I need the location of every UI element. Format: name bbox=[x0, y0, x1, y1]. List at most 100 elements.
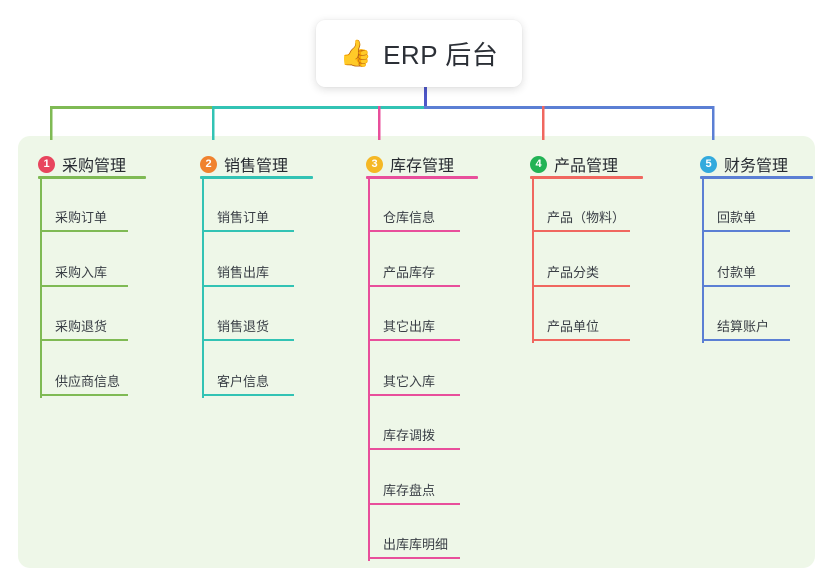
leaf-node-rule bbox=[368, 284, 460, 287]
leaf-node-rule bbox=[532, 230, 630, 232]
branch-header-采购管理[interactable]: 1 采购管理 bbox=[38, 152, 126, 176]
leaf-node-label: 回款单 bbox=[717, 210, 757, 225]
leaf-node-rule bbox=[40, 339, 128, 341]
branch-spine bbox=[368, 179, 370, 561]
leaf-node[interactable]: 产品（物料） bbox=[532, 202, 630, 232]
leaf-node[interactable]: 采购订单 bbox=[40, 202, 128, 232]
branch-drop-5 bbox=[712, 106, 715, 140]
leaf-node-rule bbox=[40, 393, 128, 396]
leaf-node[interactable]: 产品单位 bbox=[532, 311, 630, 341]
leaf-node-label: 库存盘点 bbox=[383, 482, 436, 498]
branch-index-badge: 3 bbox=[366, 155, 383, 173]
leaf-node-label: 供应商信息 bbox=[55, 373, 121, 389]
leaf-node-rule bbox=[202, 284, 294, 287]
root-trunk-line bbox=[424, 87, 427, 106]
leaf-node-label: 其它入库 bbox=[383, 373, 436, 389]
branch-title: 销售管理 bbox=[224, 158, 289, 175]
leaf-node[interactable]: 出库库明细 bbox=[368, 529, 460, 559]
leaf-node[interactable]: 销售退货 bbox=[202, 311, 294, 341]
leaf-node-rule bbox=[532, 284, 630, 287]
leaf-node-label: 出库库明细 bbox=[383, 537, 449, 552]
leaf-node-rule bbox=[368, 339, 460, 341]
root-node-card[interactable]: 👍 ERP 后台 bbox=[316, 20, 522, 87]
leaf-node[interactable]: 库存调拨 bbox=[368, 420, 460, 450]
leaf-node-label: 仓库信息 bbox=[383, 210, 436, 225]
leaf-node-label: 采购入库 bbox=[55, 264, 108, 280]
leaf-node-label: 库存调拨 bbox=[383, 428, 436, 443]
branch-drop-4 bbox=[542, 106, 545, 140]
leaf-node-label: 销售出库 bbox=[217, 264, 270, 280]
branch-header-产品管理[interactable]: 4 产品管理 bbox=[530, 152, 618, 176]
leaf-node[interactable]: 供应商信息 bbox=[40, 366, 128, 396]
leaf-node[interactable]: 付款单 bbox=[702, 257, 790, 287]
leaf-node[interactable]: 销售订单 bbox=[202, 202, 294, 232]
branch-title: 产品管理 bbox=[554, 158, 619, 175]
branch-header-rule bbox=[200, 176, 313, 179]
leaf-node-rule bbox=[368, 230, 460, 232]
branch-header-库存管理[interactable]: 3 库存管理 bbox=[366, 152, 454, 176]
branch-spine bbox=[40, 179, 42, 398]
leaf-node[interactable]: 结算账户 bbox=[702, 311, 790, 341]
leaf-node[interactable]: 其它入库 bbox=[368, 366, 460, 396]
leaf-node[interactable]: 库存盘点 bbox=[368, 475, 460, 505]
leaf-node-label: 产品单位 bbox=[547, 319, 600, 334]
leaf-node-rule bbox=[202, 339, 294, 341]
leaf-node-label: 产品分类 bbox=[547, 264, 600, 280]
leaf-node[interactable]: 采购入库 bbox=[40, 257, 128, 287]
diagram-panel bbox=[18, 136, 815, 568]
leaf-node-label: 产品（物料） bbox=[547, 210, 626, 225]
branch-header-rule bbox=[530, 176, 643, 179]
branch-title: 财务管理 bbox=[724, 158, 789, 175]
branch-index-badge: 2 bbox=[200, 155, 217, 173]
branch-header-财务管理[interactable]: 5 财务管理 bbox=[700, 152, 788, 176]
leaf-node-rule bbox=[202, 230, 294, 232]
branch-drop-1 bbox=[50, 106, 53, 140]
leaf-node-rule bbox=[368, 448, 460, 450]
leaf-node[interactable]: 产品库存 bbox=[368, 257, 460, 287]
leaf-node-rule bbox=[532, 339, 630, 341]
leaf-node-rule bbox=[202, 393, 294, 396]
leaf-node[interactable]: 其它出库 bbox=[368, 311, 460, 341]
branch-header-rule bbox=[366, 176, 478, 179]
leaf-node[interactable]: 客户信息 bbox=[202, 366, 294, 396]
branch-drop-3 bbox=[378, 106, 381, 140]
leaf-node-rule bbox=[702, 284, 790, 287]
leaf-node-label: 产品库存 bbox=[383, 264, 436, 280]
leaf-node-label: 结算账户 bbox=[717, 319, 770, 334]
branch-header-rule bbox=[700, 176, 813, 179]
leaf-node[interactable]: 仓库信息 bbox=[368, 202, 460, 232]
leaf-node-label: 客户信息 bbox=[217, 373, 270, 389]
leaf-node-rule bbox=[702, 230, 790, 232]
branch-index-badge: 5 bbox=[700, 155, 717, 173]
branch-header-rule bbox=[38, 176, 146, 179]
leaf-node-rule bbox=[702, 339, 790, 341]
branch-drop-2 bbox=[212, 106, 215, 140]
bus-segment-2 bbox=[424, 106, 712, 109]
leaf-node-label: 采购退货 bbox=[55, 319, 108, 334]
branch-index-badge: 4 bbox=[530, 155, 547, 173]
branch-spine bbox=[532, 179, 534, 343]
root-node-title: ERP 后台 bbox=[383, 40, 499, 70]
leaf-node-rule bbox=[368, 393, 460, 396]
leaf-node[interactable]: 销售出库 bbox=[202, 257, 294, 287]
leaf-node-rule bbox=[40, 284, 128, 287]
leaf-node-rule bbox=[40, 230, 128, 232]
leaf-node-label: 付款单 bbox=[717, 264, 757, 280]
leaf-node-label: 其它出库 bbox=[383, 319, 436, 334]
root-node-content: 👍 ERP 后台 bbox=[340, 35, 499, 72]
branch-spine bbox=[202, 179, 204, 398]
branch-header-销售管理[interactable]: 2 销售管理 bbox=[200, 152, 288, 176]
leaf-node-label: 销售订单 bbox=[217, 210, 270, 225]
branch-title: 库存管理 bbox=[390, 158, 455, 175]
branch-index-badge: 1 bbox=[38, 155, 55, 173]
leaf-node-rule bbox=[368, 557, 460, 559]
leaf-node[interactable]: 产品分类 bbox=[532, 257, 630, 287]
branch-title: 采购管理 bbox=[62, 158, 127, 175]
branch-spine bbox=[702, 179, 704, 343]
leaf-node[interactable]: 回款单 bbox=[702, 202, 790, 232]
leaf-node[interactable]: 采购退货 bbox=[40, 311, 128, 341]
leaf-node-label: 销售退货 bbox=[217, 319, 270, 334]
bus-segment-1 bbox=[212, 106, 424, 109]
leaf-node-rule bbox=[368, 502, 460, 505]
